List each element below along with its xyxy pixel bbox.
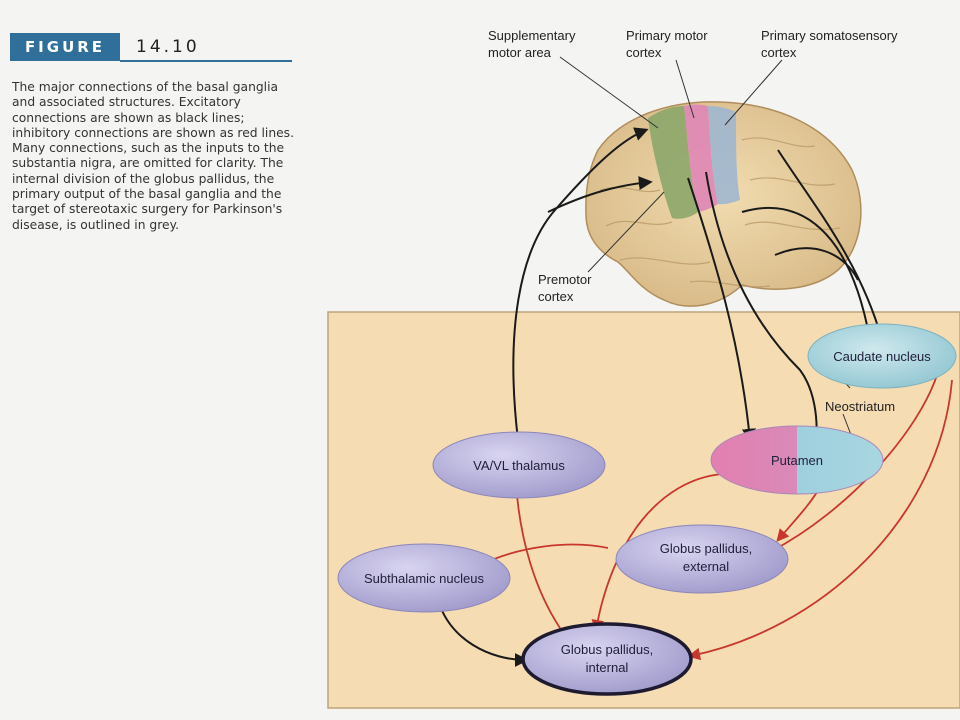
primary-motor-label-2: cortex <box>626 45 662 60</box>
brain-illustration <box>585 101 862 307</box>
gp-internal-label-1: Globus pallidus, <box>561 642 654 657</box>
primary-motor-label-1: Primary motor <box>626 28 708 43</box>
subthalamic-label: Subthalamic nucleus <box>364 571 484 586</box>
inhibitory-connections <box>477 371 953 661</box>
caudate-label: Caudate nucleus <box>833 349 931 364</box>
supplementary-label-2: motor area <box>488 45 552 60</box>
gp-external-label-2: external <box>683 559 729 574</box>
supplementary-label-1: Supplementary <box>488 28 576 43</box>
nucleus-thalamus: VA/VL thalamus <box>432 431 606 499</box>
nucleus-gp-external: Globus pallidus, external <box>615 524 789 594</box>
figure-number: 14.10 <box>136 37 200 57</box>
figure-caption: The major connections of the basal gangl… <box>12 80 294 232</box>
excitatory-connections <box>437 127 886 667</box>
somatosensory-label-1: Primary somatosensory <box>761 28 898 43</box>
nucleus-caudate: Caudate nucleus <box>807 323 957 389</box>
figure-header: FIGURE 14.10 <box>10 33 292 63</box>
nucleus-putamen: Putamen <box>710 425 884 495</box>
cortex-labels: Supplementary motor area Primary motor c… <box>488 28 898 304</box>
thalamus-label: VA/VL thalamus <box>473 458 565 473</box>
neostriatum-label: Neostriatum <box>825 399 895 414</box>
premotor-label-1: Premotor <box>538 272 592 287</box>
putamen-label: Putamen <box>771 453 823 468</box>
figure-rule <box>120 60 292 62</box>
gp-internal-label-2: internal <box>586 660 629 675</box>
label-pointers <box>559 56 854 441</box>
somatosensory-label-2: cortex <box>761 45 797 60</box>
nucleus-gp-internal: Globus pallidus, internal <box>521 622 693 696</box>
figure-tag: FIGURE <box>10 33 120 61</box>
nucleus-subthalamic: Subthalamic nucleus <box>337 543 511 613</box>
gp-external-label-1: Globus pallidus, <box>660 541 753 556</box>
premotor-label-2: cortex <box>538 289 574 304</box>
